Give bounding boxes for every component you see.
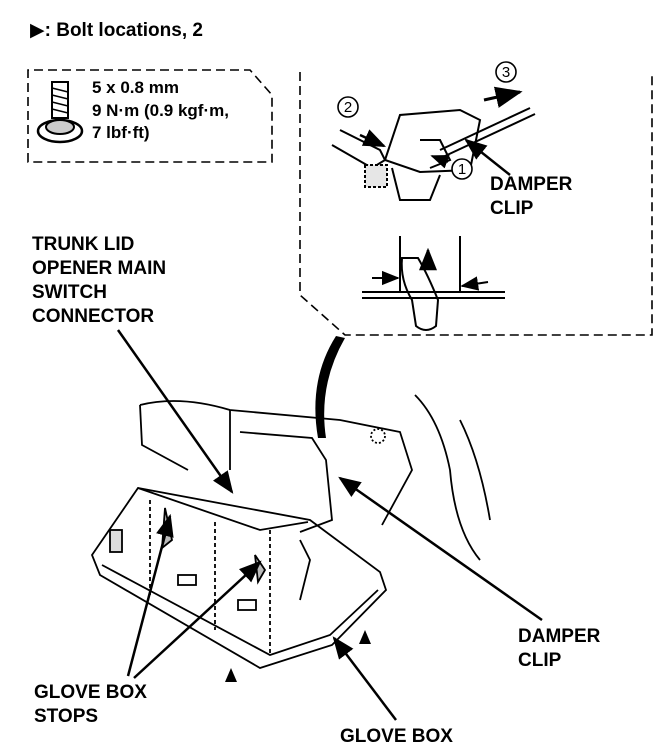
damper-clip-top-label-line2: CLIP [490, 198, 534, 219]
damper-clip-bottom-label-line1: DAMPER [518, 626, 601, 647]
bolt-torque-line1: 9 N·m (0.9 kgf·m, [92, 101, 229, 120]
bolt-locations-note: ▶: Bolt locations, 2 [30, 20, 203, 41]
bolt-spec-box [27, 69, 273, 163]
detail-inset-frame [299, 72, 653, 336]
step-2-marker: 2 [337, 96, 387, 148]
svg-text:1: 1 [458, 161, 466, 178]
trunk-lid-label-line2: OPENER MAIN [32, 258, 166, 279]
glove-box-stops-label-line2: STOPS [34, 706, 98, 727]
glove-box-stops-leader-left [126, 513, 174, 677]
dashboard-outline [139, 394, 491, 561]
glove-box-stops-label-line1: GLOVE BOX [34, 682, 147, 703]
damper-clip-bottom-leader [338, 476, 543, 622]
trunk-lid-label-line1: TRUNK LID [32, 234, 134, 255]
bolt-torque-line2: 7 lbf·ft) [92, 123, 150, 142]
glove-box-label: GLOVE BOX [340, 726, 453, 747]
glove-box-stops-leader-right [133, 560, 262, 679]
step-3-marker: 3 [483, 61, 523, 108]
damper-clip-top-label-line1: DAMPER [490, 174, 573, 195]
trunk-lid-label-line3: SWITCH [32, 282, 107, 303]
damper-clip-bottom-label-line2: CLIP [518, 650, 562, 671]
damper-clip-top-leader [464, 138, 511, 176]
bolt-markers [225, 630, 371, 682]
svg-text:2: 2 [344, 99, 352, 116]
bolt-icon [36, 81, 84, 144]
damper-clip-detail [331, 107, 536, 201]
bolt-size: 5 x 0.8 mm [92, 78, 179, 97]
glove-box-leader [332, 636, 397, 721]
clip-cross-section [362, 236, 505, 331]
trunk-lid-label-line4: CONNECTOR [32, 306, 154, 327]
step-1-marker: 1 [430, 154, 473, 180]
detail-callout-leader [315, 336, 345, 438]
trunk-lid-leader [116, 329, 234, 494]
svg-text:3: 3 [502, 64, 510, 81]
